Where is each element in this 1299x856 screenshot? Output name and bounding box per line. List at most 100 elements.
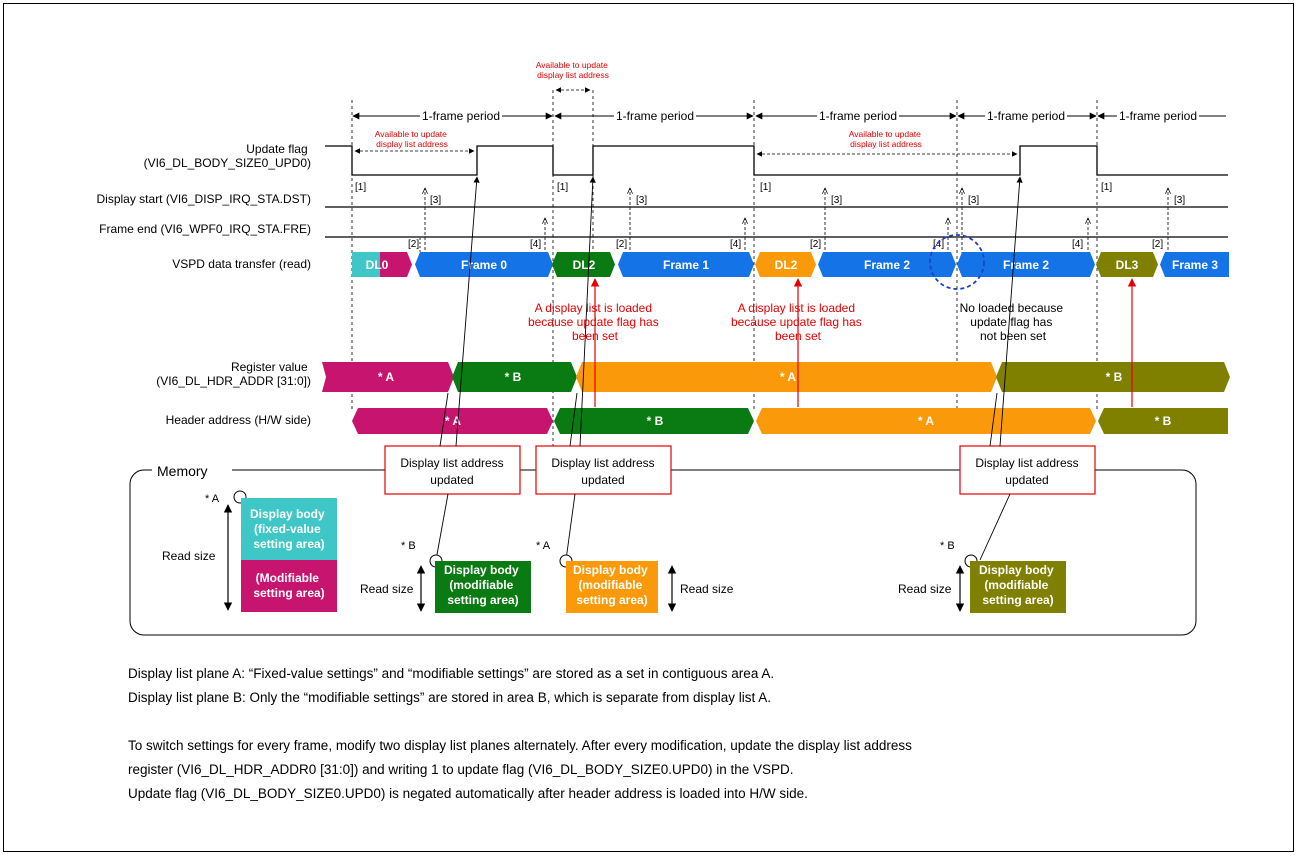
svg-text:[4]: [4] [933,239,944,250]
header-seg-a1 [352,408,553,434]
no-load-highlight-circle [929,234,985,290]
register-seg-b1 [452,362,577,392]
svg-text:DL3: DL3 [1116,258,1139,272]
vspd-dl2-b [755,252,816,277]
update-flag-waveform [325,145,1228,176]
address-updated-boxes [384,445,1096,495]
svg-text:[2]: [2] [408,239,419,250]
note-loaded-2: A display list is loaded because update … [731,301,865,343]
figure-frame [3,3,1294,852]
svg-text:* A: * A [378,370,395,384]
svg-text:[1]: [1] [355,182,366,193]
header-seg-b1 [554,408,754,434]
svg-text:Read size: Read size [898,582,952,596]
display-start-label: Display start (VI6_DISP_IRQ_STA.DST) [97,192,312,206]
vspd-frame0 [415,252,553,277]
avail-note-1: Available to update display list address [375,129,450,149]
vspd-dl2-a [552,252,615,277]
vspd-frame2-a [818,252,956,277]
marker-2-group: [2] [2] [2] [2] [408,239,1163,250]
svg-text:Display body (modifiable: Display body (modifiable setting area) [573,563,651,607]
header-labels: * A * B * A * B [445,414,1172,428]
vspd-frame1 [618,252,754,277]
vspd-frame3 [1160,252,1229,277]
body-block-a2 [566,561,658,613]
memory-title-bg [152,462,232,480]
svg-text:[2]: [2] [1152,239,1163,250]
memory-title: Memory [157,463,208,479]
register-labels: * A * B * A * B [378,370,1123,384]
caption-plane-a: Display list plane A: “Fixed-value setti… [128,666,775,681]
memory-block-b2: * B Read size Display body (modifiable s… [898,540,1066,613]
svg-text:* A: * A [536,540,551,552]
updated-box-1 [384,445,521,495]
updated-box-2 [535,445,672,495]
frame-period-row: 1-frame period 1-frame period 1-frame pe… [352,109,1226,123]
star-a-label-1: * A [205,493,220,505]
svg-text:[4]: [4] [730,239,741,250]
register-value-bar [322,362,1230,392]
period-label-1: 1-frame period [422,109,500,123]
svg-text:Frame 1: Frame 1 [663,258,709,272]
svg-text:[1]: [1] [760,182,771,193]
memory-block-a: * A Read size Display body (fixed-value … [162,490,337,612]
svg-text:* A: * A [918,414,935,428]
header-seg-b2 [1098,408,1228,434]
vspd-dl3 [1096,252,1158,277]
header-address-label: Header address (H/W side) [166,413,311,427]
svg-text:[3]: [3] [831,195,842,206]
marker-4-group: [4] [4] [4] [4] [530,239,1083,250]
modifiable-area-a [241,560,337,612]
update-flag-label: Update flag (VI6_DL_BODY_SIZE0_UPD0) [144,142,311,170]
svg-text:* B: * B [1106,370,1123,384]
register-seg-a1 [322,362,454,392]
svg-text:[3]: [3] [1174,195,1185,206]
register-value-label: Register value (VI6_DL_HDR_ADDR [31:0]) [156,360,311,388]
body-block-b1 [435,561,531,613]
load-arrows [590,278,1137,407]
svg-text:(Modifiable setting area: (Modifiable setting area) [253,571,324,600]
fixed-value-area [241,498,337,560]
svg-text:Read size: Read size [360,582,414,596]
vspd-frame2-b [957,252,1095,277]
svg-text:[4]: [4] [1072,239,1083,250]
svg-text:* B: * B [401,540,416,552]
update-connectors [435,176,1023,561]
svg-text:* B: * B [1155,414,1172,428]
period-label-5: 1-frame period [1119,109,1197,123]
svg-text:Display body (fixed-valu: Display body (fixed-value setting area) [250,507,328,551]
svg-text:Frame 0: Frame 0 [461,258,507,272]
svg-text:[1]: [1] [1101,182,1112,193]
svg-text:* B: * B [940,540,955,552]
svg-text:[3]: [3] [430,195,441,206]
svg-text:Display body (modifiable: Display body (modifiable setting area) [979,563,1057,607]
period-label-2: 1-frame period [616,109,694,123]
frame-end-pulses [545,218,1088,250]
svg-text:[2]: [2] [616,239,627,250]
period-label-3: 1-frame period [819,109,897,123]
svg-text:DL2: DL2 [573,258,596,272]
body-block-b2 [970,561,1066,613]
svg-text:* A: * A [445,414,462,428]
top-available-note: Available to update display list address [536,60,611,80]
period-label-4: 1-frame period [987,109,1065,123]
header-address-bar [352,408,1228,434]
read-size-label-1: Read size [162,549,216,563]
vspd-dl0-cyan [352,252,380,277]
note-not-loaded: No loaded because update flag has not be… [960,301,1067,343]
marker-3-group: [3] [3] [3] [3] [3] [430,195,1185,206]
svg-text:[4]: [4] [530,239,541,250]
svg-text:Frame 2: Frame 2 [1003,258,1049,272]
svg-text:Display body (modifiable: Display body (modifiable setting area) [444,563,522,607]
vspd-labels: DL0 Frame 0 DL2 Frame 1 DL2 Frame 2 Fram… [366,258,1219,272]
svg-text:* B: * B [505,370,522,384]
svg-text:* A: * A [780,370,797,384]
frame-end-label: Frame end (VI6_WPF0_IRQ_STA.FRE) [99,222,311,236]
caption-switch-1: To switch settings for every frame, modi… [128,738,912,753]
memory-block-a2: * A Display body (modifiable setting are… [536,540,734,613]
svg-text:Frame 2: Frame 2 [864,258,910,272]
